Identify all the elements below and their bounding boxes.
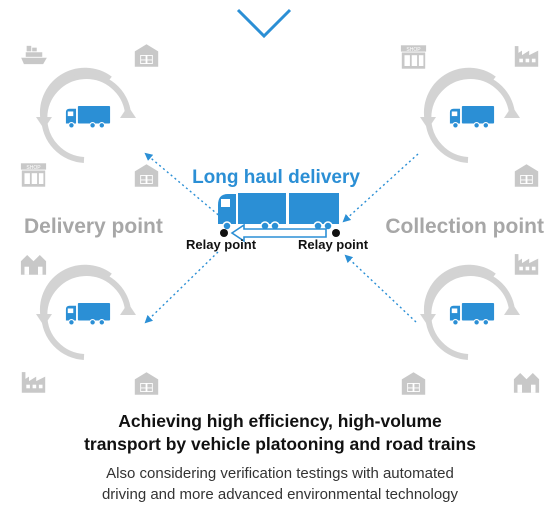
warehouse-icon [134,164,159,187]
relay-point-label-left: Relay point [186,237,257,252]
headline: Achieving high efficiency, high-volume t… [0,410,560,456]
relay-point-label-right: Relay point [298,237,369,252]
headline-line-2: transport by vehicle platooning and road… [84,434,476,454]
ship-icon [21,45,47,65]
houses-icon [20,255,47,275]
route-arrow-up-left [144,152,223,219]
warehouse-icon [134,44,159,67]
cycle-loop-top-right [420,67,520,163]
relay-point-dot-right [332,229,340,237]
shop-icon: SHOP [20,163,47,187]
warehouse-icon [401,372,426,395]
chevron-down-icon [236,8,292,39]
houses-icon [513,373,540,393]
subtext-line-2: driving and more advanced environmental … [101,486,459,503]
route-arrow-down-left [144,251,219,324]
subtext-line-1: Also considering verification testings w… [106,465,454,482]
cycle-loop-bottom-right [420,264,520,360]
truck-icon [449,302,495,326]
truck-icon [449,105,495,129]
cycle-loop-top-left [36,67,136,163]
truck-icon [65,302,111,326]
warehouse-icon [134,372,159,395]
svg-text:SHOP: SHOP [26,165,41,171]
factory-icon [21,372,46,393]
shop-icon: SHOP [400,45,427,69]
route-arrow-in-bottom-right [344,254,417,323]
factory-icon [514,46,539,67]
cycle-loop-bottom-left [36,264,136,360]
headline-line-1: Achieving high efficiency, high-volume [118,411,442,431]
svg-text:SHOP: SHOP [406,47,421,53]
factory-icon [514,254,539,275]
collection-point-label: Collection point [385,215,544,238]
warehouse-icon [514,164,539,187]
logistics-diagram: SHOP SHOP [20,8,544,395]
route-arrow-in-top-right [342,153,419,223]
relay-point-dot-left [220,229,228,237]
relay-route-arrow [230,223,327,243]
truck-icon [65,105,111,129]
long-haul-title: Long haul delivery [192,167,360,188]
delivery-point-label: Delivery point [24,215,163,238]
subtext: Also considering verification testings w… [0,463,560,505]
long-haul-truck-icon [218,193,339,231]
